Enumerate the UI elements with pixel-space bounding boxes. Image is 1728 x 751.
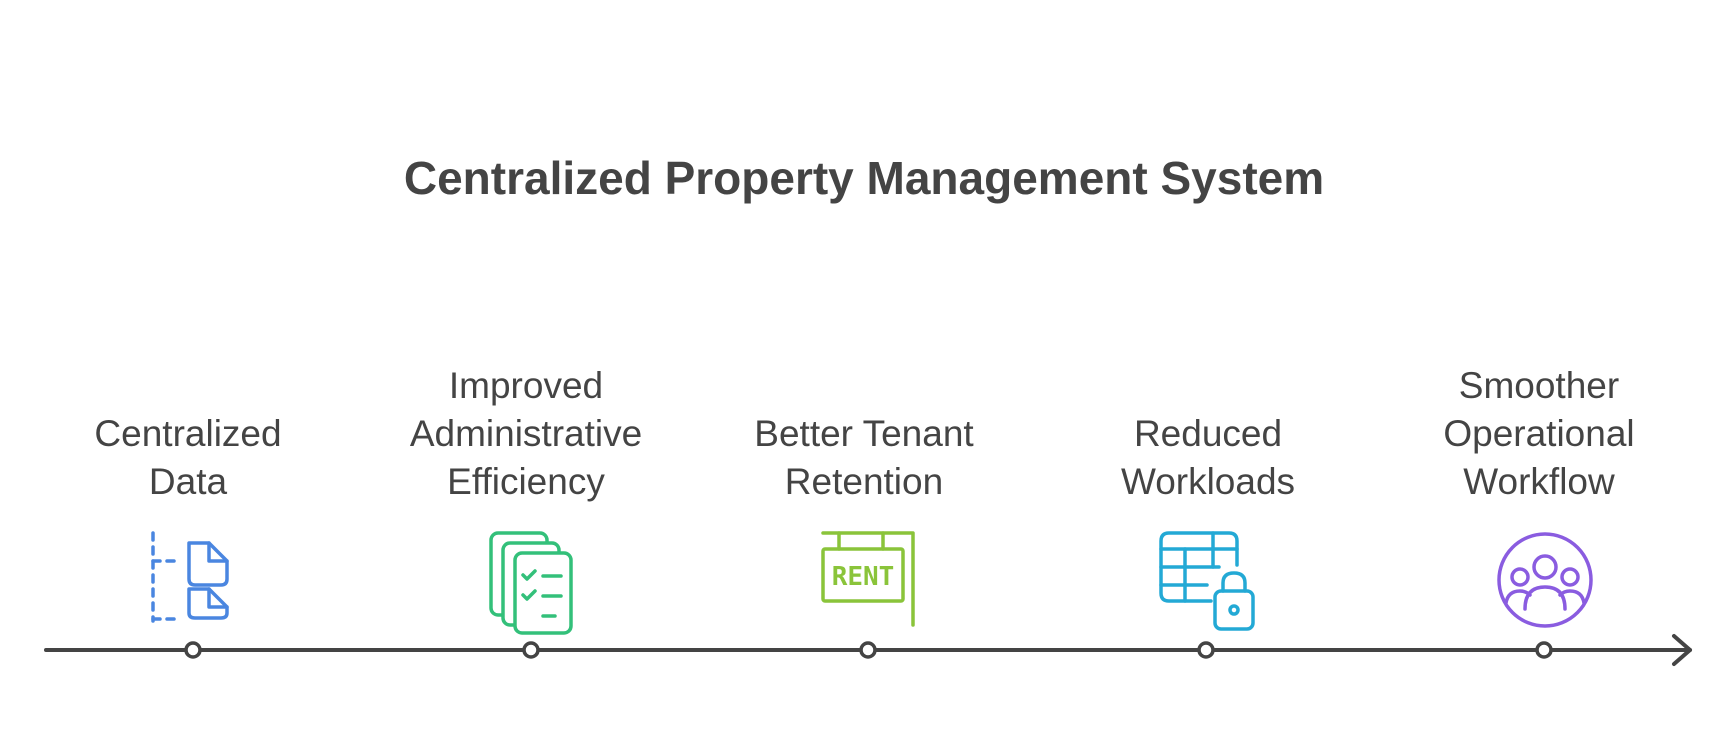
timeline-marker-4	[1197, 641, 1215, 659]
timeline-arrowhead	[1672, 634, 1692, 666]
timeline-marker-2	[522, 641, 540, 659]
team-circle-icon	[1497, 532, 1593, 628]
milestone-label-2: Improved Administrative Efficiency	[409, 365, 643, 502]
milestone-label-1: Centralized Data	[94, 413, 282, 502]
rent-sign-icon: RENT	[821, 531, 915, 627]
diagram-title: Centralized Property Management System	[403, 152, 1325, 204]
locked-spreadsheet-icon	[1159, 531, 1255, 631]
checklist-stack-icon	[489, 531, 573, 635]
documents-tree-icon	[151, 531, 229, 623]
svg-text:RENT: RENT	[832, 562, 895, 592]
milestone-label-3: Better Tenant Retention	[754, 413, 974, 502]
milestone-label-4: Reduced Workloads	[1120, 413, 1296, 502]
timeline-marker-5	[1535, 641, 1553, 659]
milestone-label-5: Smoother Operational Workflow	[1443, 365, 1635, 502]
timeline-marker-3	[859, 641, 877, 659]
timeline-marker-1	[184, 641, 202, 659]
